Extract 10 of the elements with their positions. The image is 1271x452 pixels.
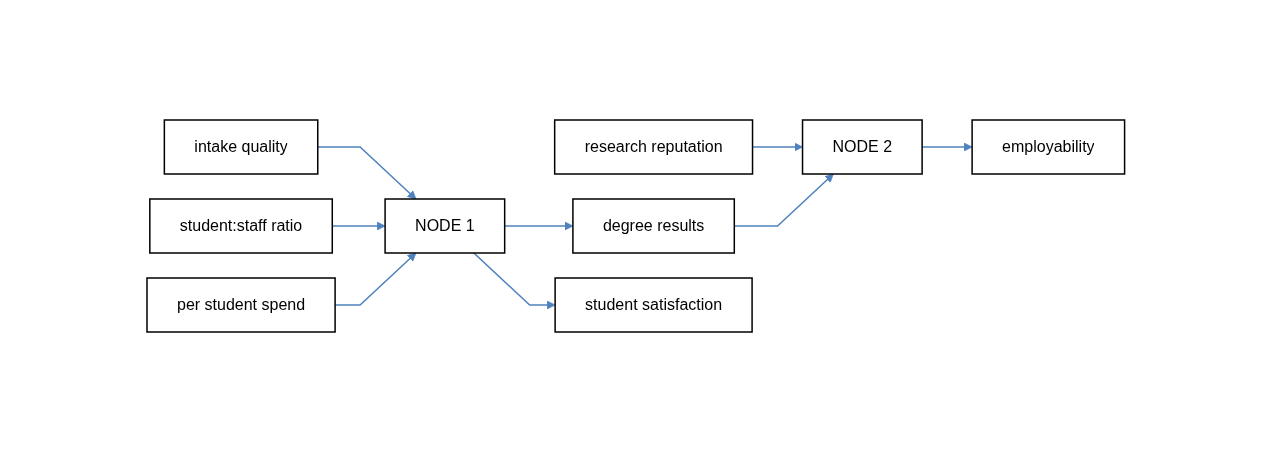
arrow bbox=[334, 252, 416, 306]
node-box: intake quality bbox=[163, 119, 319, 175]
node-box: NODE 1 bbox=[384, 198, 506, 254]
node-box: NODE 2 bbox=[801, 119, 923, 175]
node-box: employability bbox=[971, 119, 1126, 175]
node-box: research reputation bbox=[553, 119, 753, 175]
node-box: degree results bbox=[571, 198, 735, 254]
node-box: student:staff ratio bbox=[148, 198, 333, 254]
node-box: per student spend bbox=[145, 277, 336, 333]
node-box: student satisfaction bbox=[554, 277, 753, 333]
